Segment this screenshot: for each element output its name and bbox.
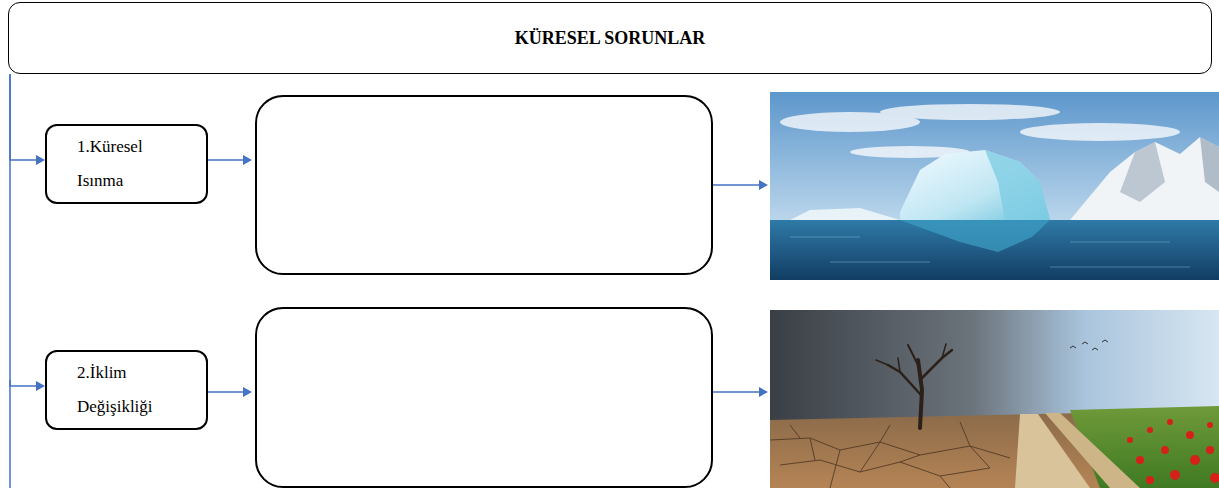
arrow-head xyxy=(243,387,252,397)
title-text: KÜRESEL SORUNLAR xyxy=(515,28,706,49)
topic-label: 1.Küresel Isınma xyxy=(77,130,177,198)
topic-label: 2.İklim Değişikliği xyxy=(77,356,177,424)
arrow-head xyxy=(759,387,768,397)
topic-box: 2.İklim Değişikliği xyxy=(45,350,208,430)
climate-contrast-photo xyxy=(770,310,1219,488)
arrow-head xyxy=(36,155,45,165)
branch-connector xyxy=(10,74,45,165)
arrow-head xyxy=(36,381,45,391)
empty-answer-box xyxy=(255,307,713,488)
arrow-head xyxy=(759,180,768,190)
dead-tree xyxy=(876,344,952,428)
connector-line xyxy=(10,74,37,160)
arrow-line xyxy=(713,391,760,393)
arrow-head xyxy=(243,155,252,165)
arrow-line xyxy=(208,391,244,393)
connector-line xyxy=(10,74,37,386)
poppies xyxy=(1127,419,1219,484)
arrow-line xyxy=(208,159,244,161)
title-box: KÜRESEL SORUNLAR xyxy=(8,2,1212,74)
empty-answer-box xyxy=(255,95,713,275)
branch-connector xyxy=(10,74,45,391)
iceberg-photo xyxy=(770,92,1219,280)
topic-box: 1.Küresel Isınma xyxy=(45,124,208,204)
trunk-line xyxy=(9,380,11,488)
arrow-line xyxy=(713,184,760,186)
